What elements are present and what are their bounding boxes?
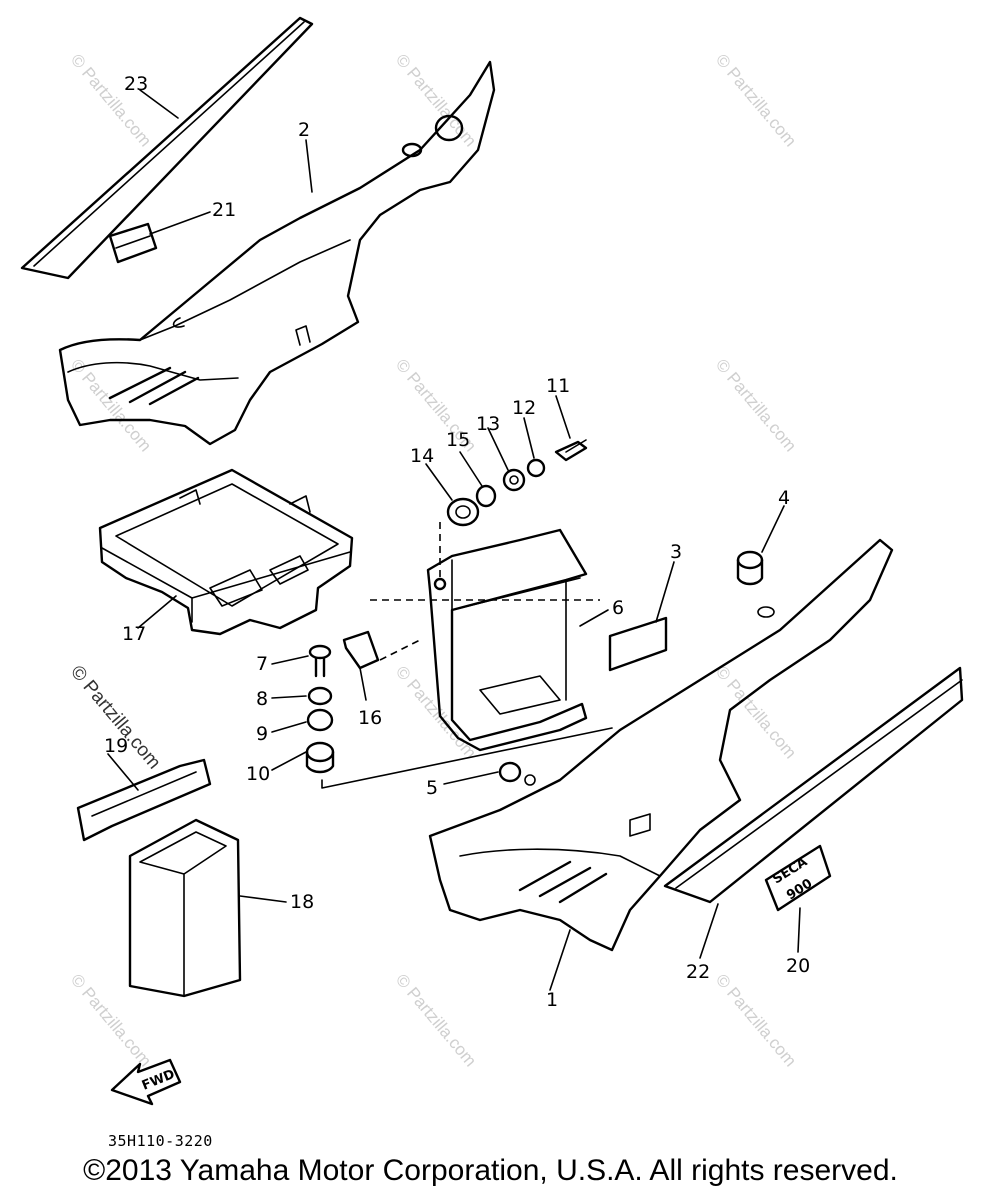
watermarks: © Partzilla.com © Partzilla.com © Partzi… (66, 50, 800, 1070)
callout-6: 6 (612, 597, 624, 619)
assembly-leaders (321, 522, 613, 789)
part-1-side-cover-right (428, 538, 894, 952)
callout-3: 3 (670, 541, 682, 563)
part-18-box (128, 818, 242, 998)
callout-numbers: 23 2 21 11 12 13 15 14 4 3 17 6 7 8 9 10… (104, 73, 810, 1011)
callout-2: 2 (298, 119, 310, 141)
callout-19: 19 (104, 735, 128, 757)
watermark: © Partzilla.com (392, 970, 480, 1070)
part-22-stripe (663, 666, 964, 904)
callout-1: 1 (546, 989, 558, 1011)
part-16-clip (342, 630, 380, 670)
callout-15: 15 (446, 429, 470, 451)
part-19-strap (76, 758, 212, 842)
callout-13: 13 (476, 413, 500, 435)
fwd-arrow: FWD (110, 1058, 182, 1106)
part-23-stripe (20, 16, 314, 280)
drawing-number: 35H110-3220 (108, 1132, 213, 1150)
callout-leaders (107, 89, 801, 991)
part-4-grommet (736, 550, 764, 586)
part-17-battery-tray (98, 468, 354, 636)
callout-18: 18 (290, 891, 314, 913)
hardware-stack-11-15 (446, 439, 588, 527)
callout-16: 16 (358, 707, 382, 729)
part-3-label (608, 616, 668, 672)
watermark: © Partzilla.com (392, 50, 480, 150)
callout-9: 9 (256, 723, 268, 745)
watermark: © Partzilla.com (67, 50, 155, 150)
fwd-label: FWD (140, 1067, 177, 1094)
callout-20: 20 (786, 955, 810, 977)
watermark: © Partzilla.com (712, 355, 800, 455)
callout-10: 10 (246, 763, 270, 785)
part-20-decal: SECA 900 (764, 844, 832, 912)
callout-17: 17 (122, 623, 146, 645)
callout-4: 4 (778, 487, 790, 509)
callout-23: 23 (124, 73, 148, 95)
callout-7: 7 (256, 653, 268, 675)
watermark: © Partzilla.com (67, 355, 155, 455)
watermark: © Partzilla.com (67, 970, 155, 1070)
callout-21: 21 (212, 199, 236, 221)
callout-5: 5 (426, 777, 438, 799)
diagram-canvas: © Partzilla.com © Partzilla.com © Partzi… (20, 16, 964, 1150)
watermark: © Partzilla.com (712, 970, 800, 1070)
part-2-side-cover-left (58, 60, 496, 446)
copyright-notice: ©2013 Yamaha Motor Corporation, U.S.A. A… (83, 1154, 898, 1187)
watermark: © Partzilla.com (712, 662, 800, 762)
watermark: © Partzilla.com (712, 50, 800, 150)
callout-11: 11 (546, 375, 570, 397)
callout-22: 22 (686, 961, 710, 983)
callout-8: 8 (256, 688, 268, 710)
callout-12: 12 (512, 397, 536, 419)
part-5-grommet (498, 761, 536, 786)
callout-14: 14 (410, 445, 434, 467)
part-6-battery-bracket (426, 528, 588, 752)
part-21-emblem (108, 222, 158, 264)
hardware-stack-7-10 (305, 644, 335, 774)
